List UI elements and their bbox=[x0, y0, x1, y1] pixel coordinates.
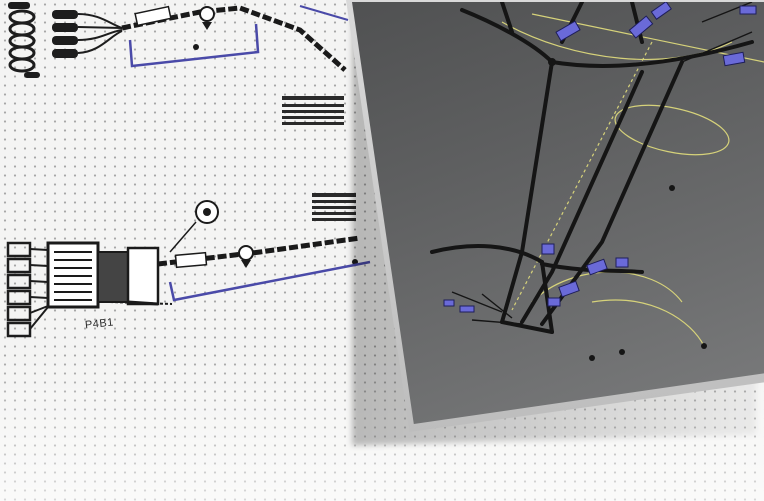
wire-fan-top bbox=[77, 13, 123, 54]
callout-bubble bbox=[195, 200, 219, 224]
terminal-block-left bbox=[6, 241, 32, 338]
harness-branches bbox=[430, 2, 754, 334]
harness-thin-wires bbox=[451, 2, 753, 325]
bracket-mid bbox=[168, 260, 371, 302]
main-connector bbox=[46, 241, 173, 309]
harness-top bbox=[121, 5, 349, 72]
terminal-block-top bbox=[8, 9, 36, 73]
terminal-labels-top bbox=[8, 2, 78, 78]
parts-table-top bbox=[282, 96, 344, 125]
wire-stub-left bbox=[29, 248, 49, 330]
clip-markers bbox=[443, 2, 757, 313]
harness-mid bbox=[157, 221, 361, 269]
harness-3d-model[interactable] bbox=[352, 2, 764, 424]
parts-table-mid bbox=[312, 193, 356, 221]
3d-model-viewport[interactable] bbox=[352, 2, 764, 424]
junction-points bbox=[548, 58, 707, 361]
